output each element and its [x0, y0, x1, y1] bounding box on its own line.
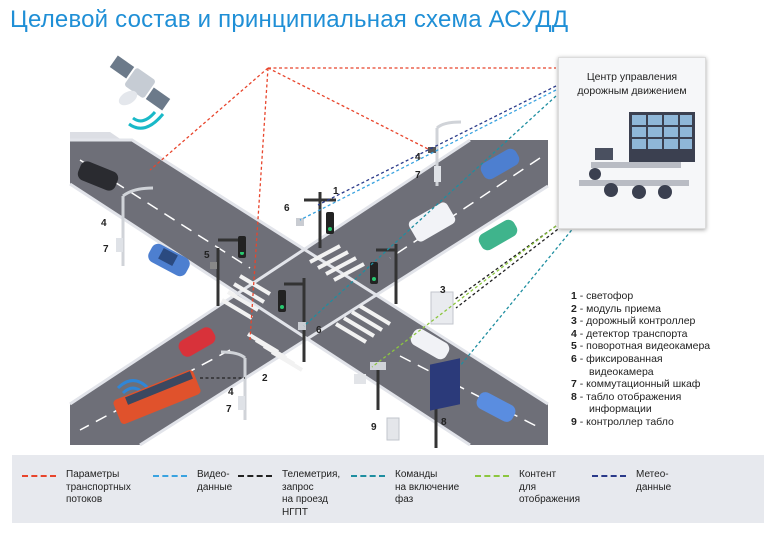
component-text: - коммутационный шкаф — [576, 378, 701, 391]
car-green — [478, 219, 518, 251]
component-legend-item: 4 - детектор транспорта — [571, 328, 710, 341]
label-4-left: 4 — [101, 218, 107, 229]
component-legend-item: 5 - поворотная видеокамера — [571, 340, 710, 353]
component-legend-item: 9 - контроллер табло — [571, 416, 710, 429]
label-3: 3 — [440, 285, 446, 296]
component-legend-item: 1 - светофор — [571, 290, 710, 303]
component-legend-item: информации — [571, 403, 710, 416]
component-text: - фиксированная — [576, 352, 663, 365]
line-legend-text: потоков — [66, 494, 103, 506]
component-legend-item: 8 - табло отображения — [571, 391, 710, 404]
satellite-icon — [109, 55, 171, 130]
line-legend-text: Контент — [519, 469, 557, 480]
line-legend-text: данные — [636, 481, 672, 493]
devices — [116, 120, 462, 448]
component-text: - поворотная видеокамера — [576, 340, 711, 353]
component-legend-item: 3 - дорожный контроллер — [571, 315, 710, 328]
component-number: 4 — [571, 327, 577, 340]
component-legend-item: видеокамера — [571, 366, 710, 379]
line-legend-text: Телеметрия, — [282, 469, 341, 480]
component-text: - контроллер табло — [576, 415, 674, 428]
line-legend-text: на включение — [395, 481, 460, 493]
communication-lines — [149, 67, 576, 379]
dashed-line-swatch — [592, 475, 626, 477]
traffic-control-center: Центр управления дорожным движением — [558, 57, 706, 229]
line-legend-text: на проезд — [282, 494, 328, 506]
label-4-top: 4 — [415, 152, 421, 163]
component-text: видеокамера — [589, 365, 654, 378]
dashed-line-swatch — [351, 475, 385, 477]
component-text: - модуль приема — [576, 302, 661, 315]
label-2: 2 — [262, 373, 268, 384]
cars — [77, 148, 520, 424]
dashed-line-swatch — [153, 475, 187, 477]
component-legend-item: 6 - фиксированная — [571, 353, 710, 366]
label-8: 8 — [441, 417, 447, 428]
line-legend-text: фаз — [395, 494, 414, 506]
component-number: 6 — [571, 352, 577, 365]
bus — [113, 370, 201, 424]
dashed-line-swatch — [22, 475, 56, 477]
component-number: 3 — [571, 315, 577, 328]
component-number: 7 — [571, 378, 577, 391]
car-red — [178, 327, 216, 357]
line-legend-text: Видео- — [197, 469, 230, 480]
line-legend-text: транспортных — [66, 481, 131, 493]
label-6-top: 6 — [284, 203, 290, 214]
dashed-line-swatch — [238, 475, 272, 477]
label-7-bottom: 7 — [226, 404, 232, 415]
label-7-left: 7 — [103, 244, 109, 255]
label-9: 9 — [371, 422, 377, 433]
car-black — [77, 161, 119, 191]
center-title: Центр управления дорожным движением — [577, 71, 687, 97]
component-number: 1 — [571, 290, 577, 302]
control-room-illustration — [579, 112, 695, 199]
line-legend-text: Метео- — [636, 469, 669, 480]
scene-labels: 4 7 1 6 4 7 5 1 6 3 2 4 7 8 9 — [101, 152, 447, 433]
line-legend-text: Команды — [395, 469, 438, 480]
component-text: - светофор — [576, 290, 634, 302]
component-number: 2 — [571, 302, 577, 315]
label-1-top: 1 — [333, 186, 339, 197]
line-legend-text: запрос — [282, 481, 314, 493]
component-text: - детектор транспорта — [576, 327, 688, 340]
component-text: - дорожный контроллер — [576, 315, 696, 328]
car-blue-right — [476, 392, 516, 422]
line-legend-text: данные — [197, 481, 233, 493]
line-legend-label: Метео-данные — [636, 469, 671, 494]
line-legend-text: Параметры — [66, 469, 120, 480]
car-blue-top — [480, 148, 520, 180]
line-legend-label: Видео-данные — [197, 469, 232, 494]
component-legend-item: 2 - модуль приема — [571, 303, 710, 316]
line-legend-text: отображения — [519, 494, 580, 506]
dashed-line-swatch — [475, 475, 509, 477]
line-legend-text: НГПТ — [282, 506, 308, 518]
crosswalks — [220, 244, 392, 372]
component-number: 8 — [571, 390, 577, 403]
car-blue-left — [148, 243, 190, 277]
label-1-left: 1 — [239, 244, 245, 255]
component-number: 5 — [571, 340, 577, 353]
line-legend-text: для — [519, 481, 537, 493]
label-7-top: 7 — [415, 170, 421, 181]
component-text: - табло отображения — [576, 390, 682, 403]
component-legend-item: 7 - коммутационный шкаф — [571, 378, 710, 391]
component-text: информации — [589, 403, 652, 416]
label-6-center: 6 — [316, 325, 322, 336]
label-4-bottom: 4 — [228, 387, 234, 398]
component-number: 9 — [571, 415, 577, 428]
car-white-van — [408, 202, 456, 242]
page-title: Целевой состав и принципиальная схема АС… — [10, 6, 569, 33]
car-white — [410, 328, 450, 360]
label-5: 5 — [204, 250, 210, 261]
